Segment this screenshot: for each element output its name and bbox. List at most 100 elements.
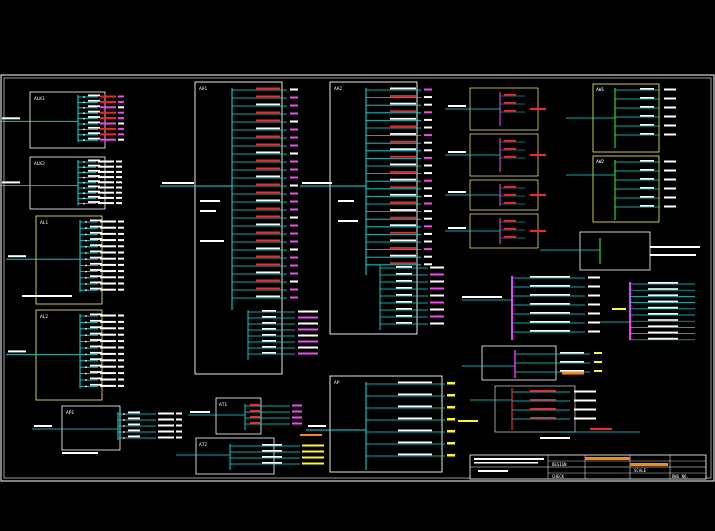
circuit-label bbox=[98, 202, 114, 205]
aa1-circuit-id bbox=[290, 224, 298, 227]
aa2-sub-id bbox=[430, 280, 444, 283]
circuit-label bbox=[158, 418, 174, 421]
aa1-circuit-id bbox=[290, 184, 298, 187]
aa2-sub-id bbox=[430, 273, 444, 276]
aux-label bbox=[504, 186, 516, 188]
circuit-id bbox=[118, 327, 124, 330]
aa1-circuit-label bbox=[256, 111, 280, 114]
aa1-circuit-id bbox=[290, 296, 298, 299]
circuit-label bbox=[100, 327, 116, 330]
circuit-id bbox=[118, 320, 124, 323]
aa1-circuit-id bbox=[290, 144, 298, 147]
aa1-circuit-label bbox=[256, 191, 280, 194]
aa1-circuit-id bbox=[290, 208, 298, 211]
panel-aa1-title: AA1 bbox=[199, 86, 207, 92]
right-busbar-a-incoming-label bbox=[462, 296, 502, 298]
ap-id bbox=[447, 454, 455, 457]
circuit-id bbox=[118, 220, 124, 223]
aa2-sub-id bbox=[430, 287, 444, 290]
panel-title: AL2 bbox=[40, 314, 48, 320]
aux-out-label bbox=[530, 154, 546, 156]
aa1-circuit-id bbox=[290, 240, 298, 243]
at2-id bbox=[302, 444, 324, 447]
aw1-label bbox=[640, 106, 654, 108]
breaker-label bbox=[88, 99, 100, 102]
breaker-label bbox=[90, 262, 102, 265]
aa1-circuit-id bbox=[290, 272, 298, 275]
aa2-note bbox=[338, 200, 354, 202]
breaker-label bbox=[88, 116, 100, 118]
aux-label bbox=[504, 110, 516, 112]
right-busbar-a-label bbox=[530, 312, 570, 314]
aa2-circuit-id bbox=[424, 88, 432, 91]
breaker-mark bbox=[83, 133, 85, 136]
breaker-mark bbox=[85, 227, 87, 230]
circuit-label bbox=[158, 436, 174, 439]
aa2-sub-id bbox=[430, 301, 444, 304]
circuit-id bbox=[118, 117, 124, 120]
aa1-note bbox=[200, 200, 220, 202]
circuit-label bbox=[100, 346, 116, 349]
breaker-label bbox=[90, 281, 102, 284]
panel-left_top_2: ALK2 bbox=[0, 156, 122, 210]
at2-id bbox=[302, 450, 324, 453]
aa2-circuit-id bbox=[424, 194, 432, 197]
aa2-circuit-id bbox=[424, 217, 432, 220]
breaker-mark bbox=[85, 252, 87, 254]
circuit-label bbox=[100, 384, 116, 387]
bottom-right-label bbox=[530, 417, 556, 419]
panel-right_group_a: AW1 bbox=[566, 83, 676, 153]
breaker-label bbox=[90, 313, 102, 316]
circuit-id bbox=[118, 257, 124, 260]
title-block: DESIGN CHECK SCALE DWG NO. bbox=[469, 454, 707, 480]
aa2-circuit-id bbox=[424, 210, 432, 213]
breaker-label bbox=[90, 287, 102, 290]
breaker-label bbox=[88, 126, 100, 129]
circuit-id bbox=[118, 106, 124, 109]
panel-aa1-frame bbox=[194, 81, 283, 375]
aa1-note bbox=[200, 240, 224, 242]
breaker-label bbox=[88, 190, 100, 193]
aa2-circuit-label bbox=[390, 231, 416, 234]
breaker-mark bbox=[85, 283, 87, 285]
aa2-sub-label bbox=[396, 301, 412, 303]
breaker-mark bbox=[85, 233, 87, 236]
drawing-frame bbox=[0, 74, 715, 482]
aw2-label bbox=[640, 178, 654, 180]
breaker-mark bbox=[83, 176, 85, 179]
at2-label bbox=[262, 450, 282, 452]
breaker-mark bbox=[85, 359, 87, 362]
circuit-label bbox=[100, 117, 116, 120]
at1-label bbox=[250, 416, 260, 418]
right-busbar-b-label bbox=[648, 313, 678, 315]
aa1-circuit-label bbox=[256, 263, 280, 266]
ap-label bbox=[398, 453, 432, 456]
aa2-circuit-label bbox=[390, 133, 416, 135]
breaker-mark bbox=[83, 128, 85, 131]
circuit-label bbox=[100, 133, 116, 136]
right-busbar-a-id bbox=[588, 321, 600, 324]
ap-label bbox=[398, 381, 432, 384]
aa2-circuit-label bbox=[390, 254, 416, 257]
panel-frame bbox=[35, 215, 103, 305]
aa1-circuit-label bbox=[256, 199, 280, 202]
lower-right-note bbox=[562, 372, 584, 375]
right-panel-title: AW1 bbox=[596, 87, 604, 93]
breaker-label bbox=[88, 169, 100, 172]
aa2-circuit-label bbox=[390, 193, 416, 196]
circuit-id bbox=[118, 122, 124, 125]
aa1-circuit-id bbox=[290, 96, 298, 99]
aa2-circuit-id bbox=[424, 248, 432, 251]
at2-label bbox=[262, 444, 282, 446]
aa1-sub-id bbox=[298, 346, 318, 349]
breaker-mark bbox=[85, 221, 87, 223]
breaker-label bbox=[90, 326, 102, 329]
right-busbar-a-label bbox=[530, 294, 570, 296]
right-busbar-b-label bbox=[648, 319, 678, 321]
at1-label bbox=[250, 422, 260, 424]
circuit-id bbox=[118, 133, 124, 136]
circuit-label bbox=[100, 245, 116, 248]
aa1-circuit-label bbox=[256, 207, 280, 210]
at2-id bbox=[302, 456, 324, 459]
aa1-circuit-label bbox=[256, 223, 280, 226]
